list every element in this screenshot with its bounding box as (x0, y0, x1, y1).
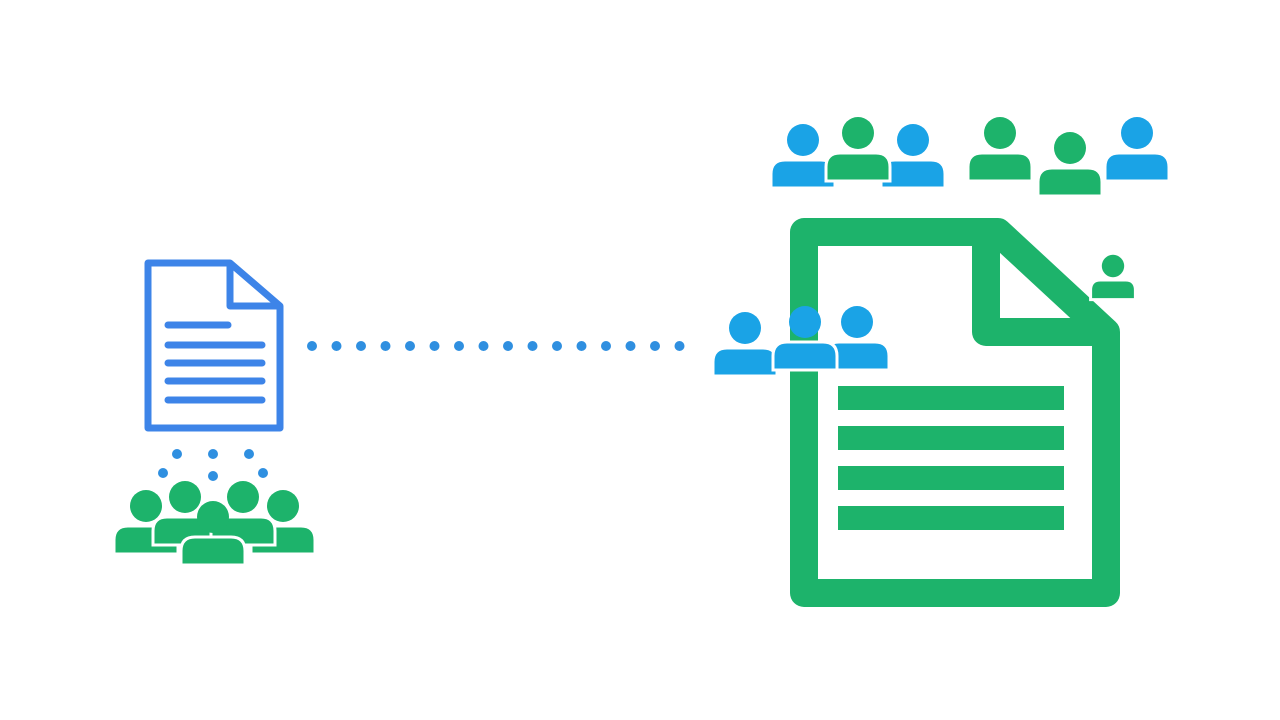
upload-dot (258, 468, 268, 478)
person-icon (711, 312, 779, 378)
person-icon (179, 501, 247, 567)
person-body (966, 151, 1034, 183)
person-head (197, 501, 229, 533)
connector-dot (625, 341, 636, 351)
connector-dot (478, 341, 489, 351)
document-text-line (838, 426, 1064, 450)
connector-dot (503, 341, 513, 351)
upload-dot (208, 449, 218, 459)
person-body (1103, 151, 1171, 183)
person-head (267, 490, 299, 522)
connector-dot (527, 341, 538, 351)
upload-dot (158, 468, 168, 478)
connector-dot (380, 341, 391, 351)
person-body (179, 535, 247, 567)
person-head (789, 306, 821, 338)
connector-dot (307, 341, 317, 351)
connector-dot (356, 341, 366, 351)
person-icon (769, 124, 837, 190)
connector-dot (405, 341, 415, 351)
person-icon (771, 306, 839, 372)
document-fold (972, 232, 1106, 346)
person-head (729, 312, 761, 344)
shared-document-icon (790, 218, 1120, 607)
source-document-icon (144, 259, 284, 432)
person-body (1036, 166, 1104, 198)
document-outline (790, 218, 1120, 607)
connector-dot (552, 341, 562, 351)
person-icon (1089, 254, 1137, 302)
connector-dot (429, 341, 440, 351)
connector-dot (454, 341, 464, 351)
connector-dot (601, 341, 611, 351)
connector-dotted-line (307, 341, 685, 351)
person-body (771, 340, 839, 372)
person-head (130, 490, 162, 522)
person-head (169, 481, 201, 513)
person-head (1101, 254, 1125, 278)
connector-dot (650, 341, 660, 351)
person-head (897, 124, 929, 156)
document-fold (226, 263, 280, 310)
document-text-line (838, 466, 1064, 490)
person-head (1121, 117, 1153, 149)
document-text-line (838, 506, 1064, 530)
connector-dot (674, 341, 685, 351)
person-icon (824, 117, 892, 183)
person-icon (966, 117, 1034, 183)
upload-dot (244, 449, 254, 459)
upload-dot (172, 449, 182, 459)
person-icon (1036, 132, 1104, 198)
person-head (787, 124, 819, 156)
person-head (842, 117, 874, 149)
document-text-line (838, 386, 1064, 410)
connector-dot (331, 341, 342, 351)
person-head (227, 481, 259, 513)
left-people-group-icon (112, 481, 317, 567)
upload-dots (158, 449, 268, 481)
collaborators-group-icon (711, 117, 1171, 378)
person-icon (823, 306, 891, 372)
person-head (984, 117, 1016, 149)
connector-dot (576, 341, 587, 351)
person-icon (1103, 117, 1171, 183)
person-body (711, 346, 779, 378)
person-body (824, 151, 892, 183)
person-head (1054, 132, 1086, 164)
person-head (841, 306, 873, 338)
person-body (1089, 278, 1137, 302)
upload-dot (208, 471, 218, 481)
